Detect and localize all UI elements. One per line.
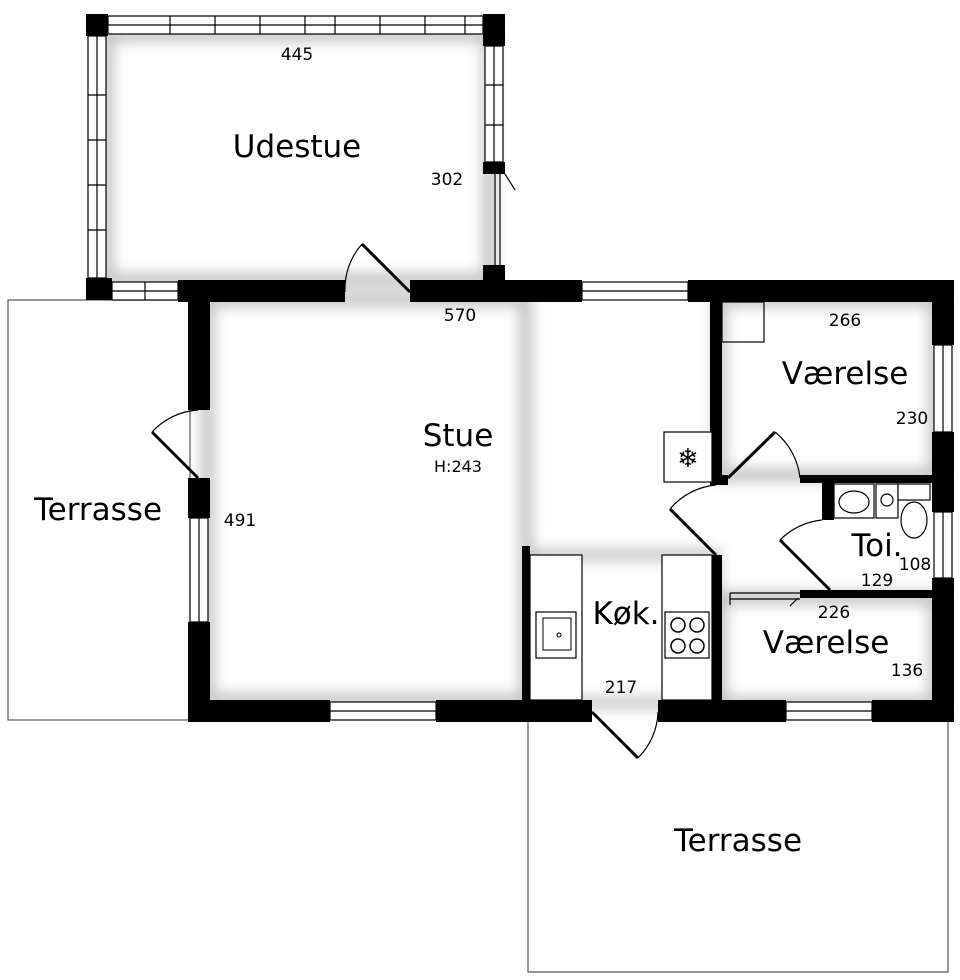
dim-koekken-width: 217 [605,678,637,698]
sink-icon [535,611,577,659]
windows [87,15,953,721]
doors [150,242,832,760]
room-label-terrasse-west: Terrasse [33,492,162,528]
room-label-terrasse-south: Terrasse [673,823,802,859]
snowflake-icon: ❄ [677,444,699,474]
terrace-west [7,299,191,721]
dim-toilet-depth: 108 [899,555,931,575]
shower-icon [875,483,899,519]
dim-toilet-width: 129 [861,571,893,591]
closet [721,301,765,343]
terrace-south [527,720,949,973]
dim-udestue-depth: 302 [431,170,463,190]
wash-basin-icon [833,483,875,519]
labels: Udestue 445 302 Stue H:243 570 491 Værel… [33,45,931,859]
dim-stue-depth: 491 [224,511,256,531]
stue-height: H:243 [434,457,482,476]
dim-vaerelse-1-depth: 230 [896,409,928,429]
dim-vaerelse-1-width: 266 [829,311,861,331]
room-label-udestue: Udestue [233,129,361,165]
dim-vaerelse-2-width: 226 [818,603,850,623]
dim-vaerelse-2-depth: 136 [891,661,923,681]
dim-udestue-width: 445 [281,45,313,65]
freezer-icon [663,431,713,483]
fixtures: ❄ [529,301,931,701]
walls [86,14,954,722]
room-label-koekken: Køk. [592,596,659,632]
room-label-toilet: Toi. [850,528,902,564]
dim-stue-width: 570 [444,306,476,326]
toilet-icon [897,483,931,501]
room-label-vaerelse-1: Værelse [782,356,909,392]
room-label-vaerelse-2: Værelse [763,625,890,661]
room-label-stue: Stue [423,418,494,454]
